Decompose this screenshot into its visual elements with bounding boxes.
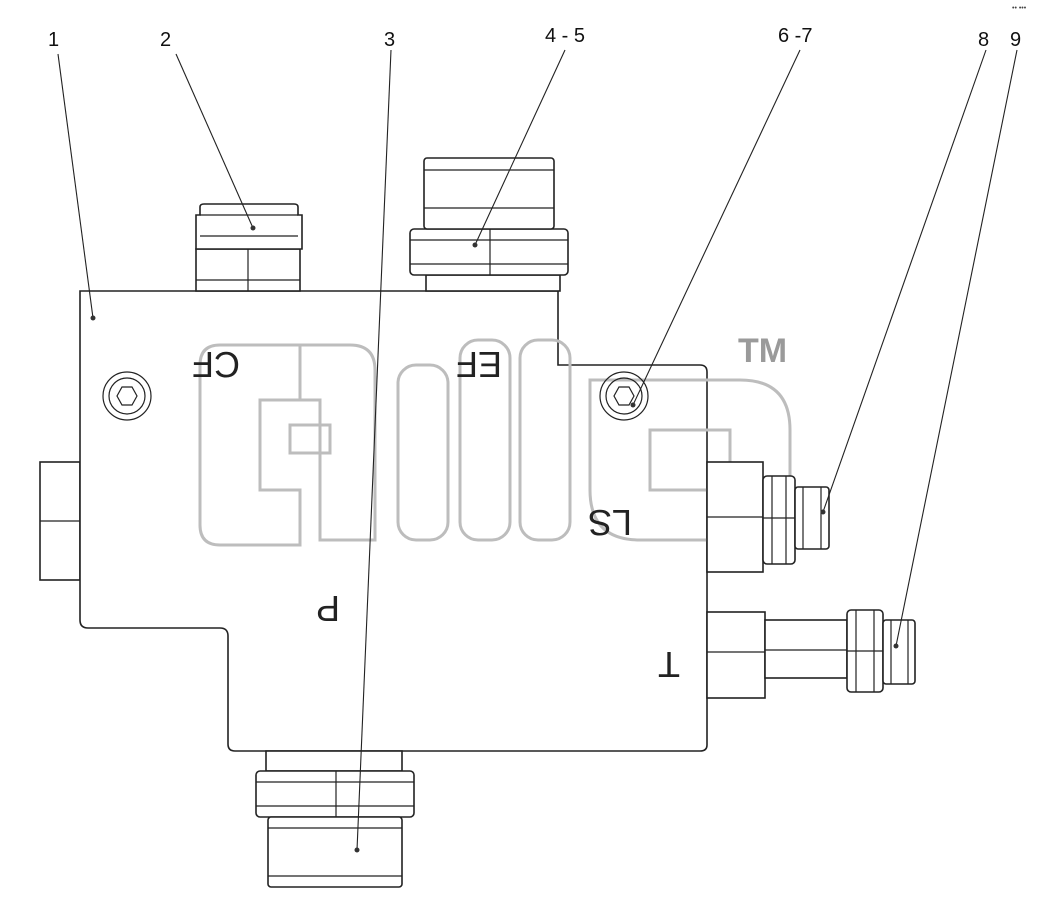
- fitting-3: [255, 750, 415, 888]
- port-label-ls: LS: [588, 502, 632, 543]
- callout-6-7: 6 -7: [778, 25, 812, 47]
- socket-screw-right: [599, 371, 649, 421]
- callout-9: 9: [1010, 29, 1021, 51]
- fitting-8: [706, 461, 830, 573]
- socket-screw-left: [102, 371, 152, 421]
- callout-1: 1: [48, 29, 59, 51]
- valve-body: [79, 290, 708, 752]
- leader-lines: [57, 49, 1018, 853]
- watermark: TM: [198, 332, 792, 547]
- callout-4-5: 4 - 5: [545, 25, 585, 47]
- fitting-4-5: [409, 157, 569, 292]
- port-label-ef: EF: [456, 344, 502, 385]
- fitting-2: [195, 203, 303, 292]
- fitting-9: [706, 609, 916, 699]
- callout-3: 3: [384, 29, 395, 51]
- watermark-trademark: TM: [738, 332, 787, 370]
- corner-mark: •• •••: [1012, 5, 1027, 12]
- left-port-block: [39, 461, 81, 581]
- port-label-cf: CF: [192, 344, 240, 385]
- callout-8: 8: [978, 29, 989, 51]
- callout-2: 2: [160, 29, 171, 51]
- port-label-t: T: [658, 644, 680, 685]
- port-label-p: P: [316, 588, 340, 629]
